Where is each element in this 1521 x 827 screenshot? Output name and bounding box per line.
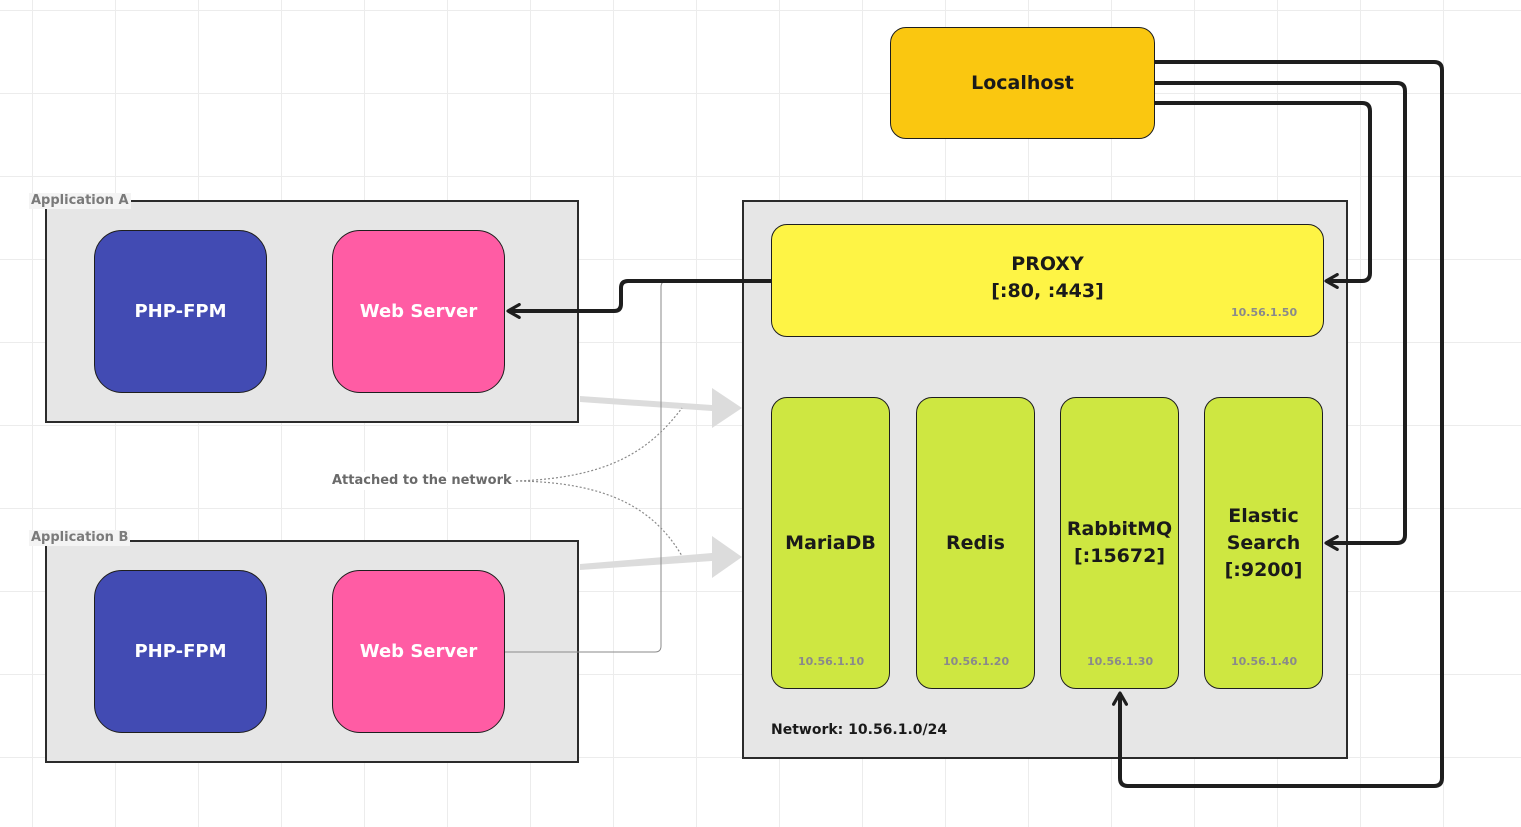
localhost-to-proxy-arrow <box>1155 101 1372 289</box>
app-a-web-server-node[interactable]: Web Server <box>332 230 505 393</box>
elasticsearch-node[interactable]: Elastic Search [:9200] <box>1204 397 1323 689</box>
app-b-attach-arrow <box>580 536 742 578</box>
localhost-to-rabbitmq-arrow <box>1112 60 1444 788</box>
proxy-node[interactable]: PROXY [:80, :443] <box>771 224 1324 337</box>
attached-note[interactable]: Attached to the network <box>331 472 513 490</box>
app-a-php-fpm-node[interactable]: PHP-FPM <box>94 230 267 393</box>
note-connector-lower <box>515 480 683 557</box>
redis-node[interactable]: Redis <box>916 397 1035 689</box>
app-b-web-to-proxy-connector <box>505 280 771 653</box>
application-a-label: Application A <box>29 193 131 209</box>
mariadb-node[interactable]: MariaDB <box>771 397 890 689</box>
application-b-label: Application B <box>29 530 131 546</box>
localhost-node[interactable]: Localhost <box>890 27 1155 139</box>
rabbitmq-node[interactable]: RabbitMQ [:15672] <box>1060 397 1179 689</box>
app-b-php-fpm-node[interactable]: PHP-FPM <box>94 570 267 733</box>
app-b-web-server-node[interactable]: Web Server <box>332 570 505 733</box>
elasticsearch-ip-label: 10.56.1.40 <box>1231 655 1298 668</box>
app-a-attach-arrow <box>580 388 742 428</box>
mariadb-ip-label: 10.56.1.10 <box>798 655 865 668</box>
proxy-ip-label: 10.56.1.50 <box>1231 306 1298 319</box>
network-label: Network: 10.56.1.0/24 <box>771 722 948 738</box>
rabbitmq-ip-label: 10.56.1.30 <box>1087 655 1154 668</box>
redis-ip-label: 10.56.1.20 <box>943 655 1010 668</box>
proxy-to-app-a-web-arrow <box>506 279 771 319</box>
localhost-to-elasticsearch-arrow <box>1155 81 1407 551</box>
note-connector-upper <box>515 407 683 482</box>
